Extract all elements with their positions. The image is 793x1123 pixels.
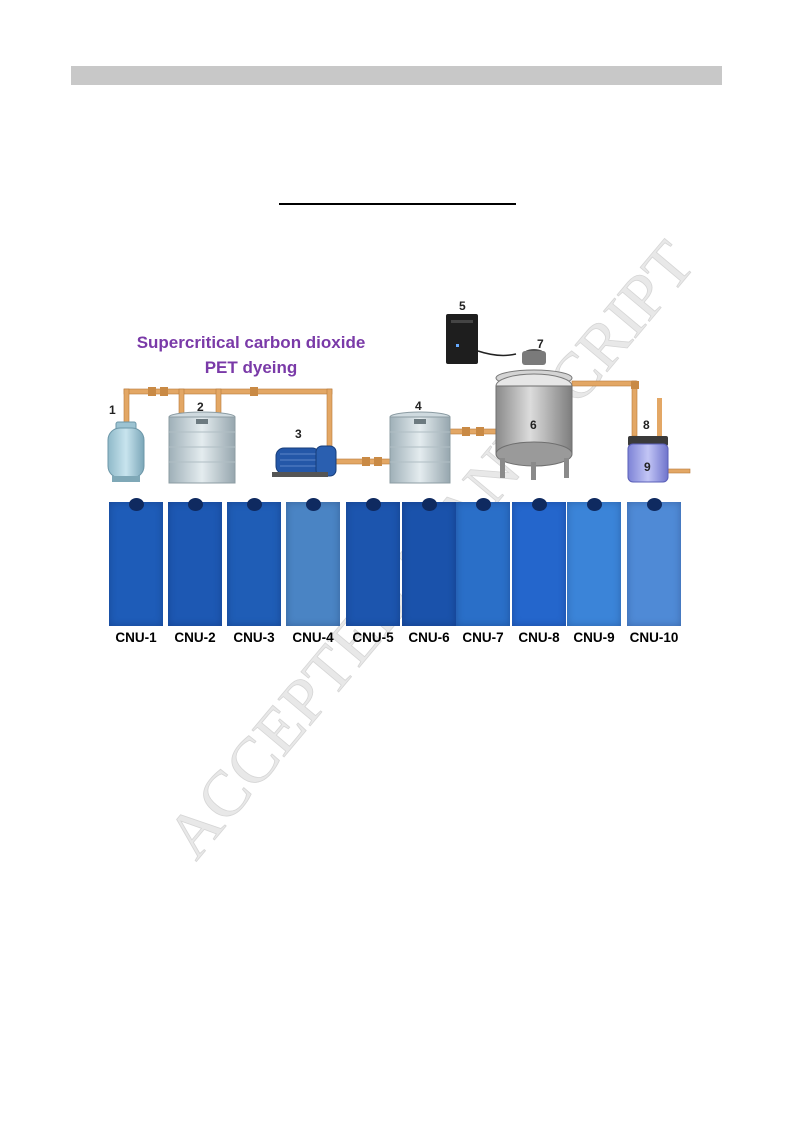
- separator: [627, 398, 669, 483]
- label-9: 9: [644, 460, 651, 474]
- fabric-swatch: [346, 498, 400, 626]
- gas-cylinder: [107, 421, 145, 482]
- label-5: 5: [459, 299, 466, 313]
- label-1: 1: [109, 403, 116, 417]
- sample-clip: [306, 498, 321, 511]
- sample-label: CNU-6: [408, 630, 450, 645]
- sample-label: CNU-7: [462, 630, 504, 645]
- sample-clip: [587, 498, 602, 511]
- dyeing-vessel: [495, 349, 573, 480]
- storage-tank-4: [389, 411, 451, 484]
- sample-clip: [129, 498, 144, 511]
- pump: [272, 445, 337, 477]
- sample-label: CNU-3: [233, 630, 275, 645]
- label-6: 6: [530, 418, 537, 432]
- fabric-swatch: [402, 498, 456, 626]
- fabric-swatch: [456, 498, 510, 626]
- sample-clip: [476, 498, 491, 511]
- sample-label: CNU-4: [292, 630, 334, 645]
- control-computer: [446, 314, 517, 364]
- label-4: 4: [415, 399, 422, 413]
- label-8: 8: [643, 418, 650, 432]
- figure-title-line2: PET dyeing: [204, 358, 298, 377]
- fabric-swatch: [512, 498, 566, 626]
- sample-label: CNU-2: [174, 630, 216, 645]
- pipe-fittings: [148, 381, 639, 466]
- fabric-swatch: [168, 498, 222, 626]
- figure-title-line1: Supercritical carbon dioxide: [136, 333, 366, 352]
- sample-clip: [422, 498, 437, 511]
- sample-clip: [647, 498, 662, 511]
- sample-label: CNU-1: [115, 630, 157, 645]
- sample-clip: [366, 498, 381, 511]
- sample-label: CNU-10: [629, 630, 679, 645]
- header-bar: [71, 66, 722, 85]
- label-3: 3: [295, 427, 302, 441]
- sample-label: CNU-8: [518, 630, 560, 645]
- title-rule: [279, 203, 516, 205]
- sample-clip: [188, 498, 203, 511]
- fabric-swatch: [227, 498, 281, 626]
- label-2: 2: [197, 400, 204, 414]
- fabric-swatch: [627, 498, 681, 626]
- fabric-swatch: [567, 498, 621, 626]
- sample-clip: [532, 498, 547, 511]
- apparatus-diagram: [107, 314, 691, 484]
- dyeing-figure: Supercritical carbon dioxide PET dyeing: [104, 296, 696, 652]
- label-7: 7: [537, 337, 544, 351]
- storage-tank-2: [168, 411, 236, 484]
- sample-label: CNU-9: [573, 630, 615, 645]
- fabric-swatch: [109, 498, 163, 626]
- sample-label: CNU-5: [352, 630, 394, 645]
- sample-clip: [247, 498, 262, 511]
- fabric-swatch: [286, 498, 340, 626]
